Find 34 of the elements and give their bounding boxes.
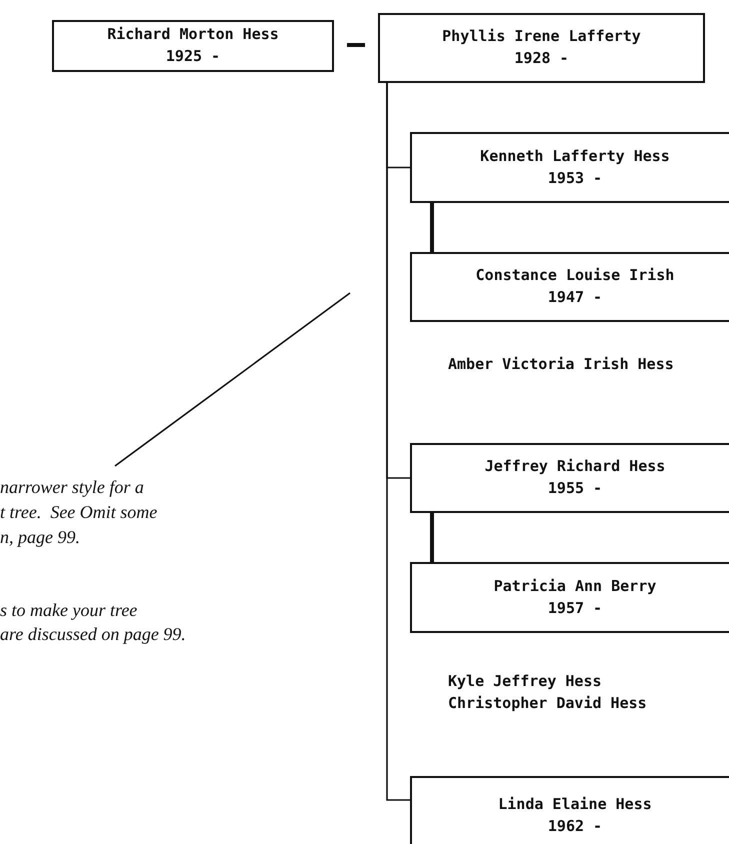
note-text: s to make your tree	[0, 599, 138, 622]
person-name: Richard Morton Hess	[106, 24, 280, 46]
leader-line	[114, 292, 350, 467]
person-box	[378, 13, 705, 83]
marriage-line	[347, 43, 365, 47]
person-name: Jeffrey Richard Hess	[484, 456, 666, 478]
note-text: are discussed on page 99.	[0, 623, 186, 646]
note-paragraph: narrower style for a	[0, 476, 145, 499]
birth-year: 1962 -	[546, 816, 604, 837]
person-box	[410, 562, 729, 633]
birth-year: 1928 -	[513, 48, 570, 69]
person-box	[52, 20, 334, 72]
child-name: Christopher David Hess	[448, 694, 647, 712]
person-name: Kenneth Lafferty Hess	[479, 146, 671, 167]
birth-year: 1925 -	[164, 46, 222, 67]
person-name: Phyllis Irene Lafferty	[441, 26, 642, 48]
birth-year: 1947 -	[546, 287, 604, 308]
person-name: Patricia Ann Berry	[492, 576, 658, 597]
child-name: Kyle Jeffrey Hess	[448, 672, 602, 690]
birth-year: 1953 -	[546, 168, 604, 188]
person-name: Linda Elaine Hess	[497, 794, 653, 816]
birth-year: 1957 -	[546, 598, 604, 618]
person-box	[410, 132, 729, 203]
person-box	[410, 776, 729, 844]
marriage-line	[430, 513, 434, 562]
person-box	[410, 252, 729, 322]
person-name: Constance Louise Irish	[474, 265, 676, 286]
person-box	[410, 443, 729, 513]
note-paragraph: t tree. See Omit some	[0, 501, 158, 524]
birth-year: 1955 -	[546, 478, 604, 499]
child-name: Amber Victoria Irish Hess	[448, 355, 674, 373]
descent-line	[386, 83, 410, 801]
marriage-line	[430, 203, 434, 252]
note-paragraph: n, page 99.	[0, 526, 81, 549]
